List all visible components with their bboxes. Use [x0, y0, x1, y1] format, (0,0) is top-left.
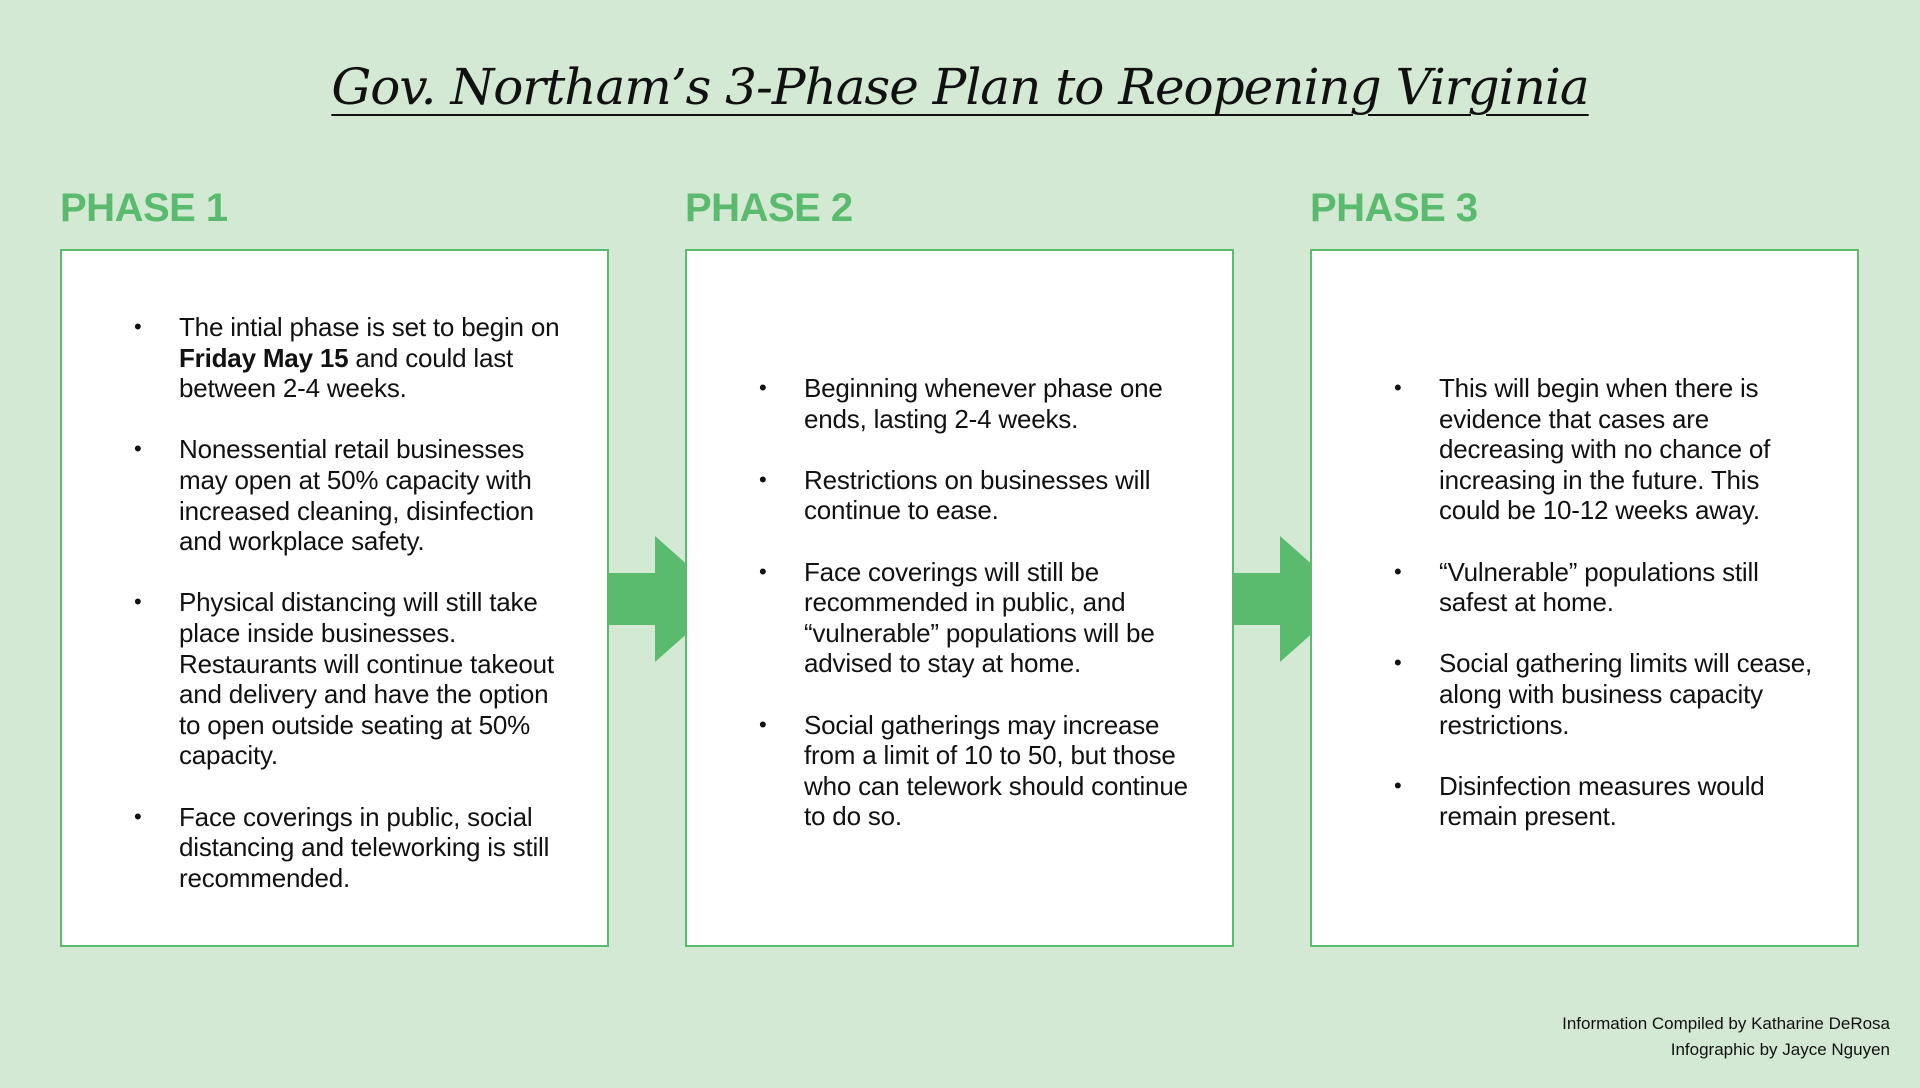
phase-1-panel: The intial phase is set to begin on Frid… [60, 249, 609, 947]
infographic-title: Gov. Northam’s 3-Phase Plan to Reopening… [0, 52, 1920, 122]
credit-infographic-by: Infographic by Jayce Nguyen [1670, 1040, 1890, 1059]
phase-2-item-2: Restrictions on businesses will continue… [759, 464, 1189, 526]
phase-3-item-3-text: Social gathering limits will cease, alon… [1439, 648, 1813, 740]
phase-1-item-3: Physical distancing will still take plac… [134, 587, 564, 771]
phase-3-label: PHASE 3 [1310, 186, 1478, 230]
phase-3-list: This will begin when there is evidence t… [1394, 373, 1824, 832]
credit-compiled-by: Information Compiled by Katharine DeRosa [1562, 1014, 1890, 1033]
phase-1-item-1-bold: Friday May 15 [179, 342, 349, 373]
phase-1-item-1-text-end: and could last between 2-4 weeks. [179, 342, 514, 404]
phase-2-item-4: Social gatherings may increase from a li… [759, 709, 1189, 832]
right-arrow-icon [1233, 536, 1351, 662]
right-arrow-icon [608, 536, 726, 662]
phase-3-item-3: Social gathering limits will cease, alon… [1394, 648, 1824, 740]
phase-1-label: PHASE 1 [60, 186, 228, 230]
phase-2-label: PHASE 2 [685, 186, 853, 230]
phase-2-item-3: Face coverings will still be recommended… [759, 556, 1189, 679]
phase-1-item-2: Nonessential retail businesses may open … [134, 434, 564, 557]
phase-1-item-1: The intial phase is set to begin on Frid… [134, 312, 564, 404]
phase-1-item-2-text: Nonessential retail businesses may open … [179, 434, 534, 557]
phase-2-item-1: Beginning whenever phase one ends, lasti… [759, 373, 1189, 434]
phase-3-item-1-text: This will begin when there is evidence t… [1439, 373, 1771, 526]
phase-2-item-2-text: Restrictions on businesses will continue… [804, 464, 1151, 526]
phase-3-panel: This will begin when there is evidence t… [1310, 249, 1859, 947]
phase-3-item-4-text: Disinfection measures would remain prese… [1439, 770, 1765, 832]
phase-1-item-4: Face coverings in public, social distanc… [134, 801, 564, 894]
phase-3-item-2: “Vulnerable” populations still safest at… [1394, 556, 1824, 618]
phase-2-panel: Beginning whenever phase one ends, lasti… [685, 249, 1234, 947]
phase-1-item-1-text: The intial phase is set to begin on [179, 312, 560, 342]
phase-1-item-4-text: Face coverings in public, social distanc… [179, 801, 550, 893]
phase-3-item-1: This will begin when there is evidence t… [1394, 373, 1824, 526]
phase-3-item-2-text: “Vulnerable” populations still safest at… [1439, 556, 1759, 618]
phase-1-list: The intial phase is set to begin on Frid… [134, 312, 564, 894]
title-text: Gov. Northam’s 3-Phase Plan to Reopening… [331, 58, 1589, 116]
phase-2-list: Beginning whenever phase one ends, lasti… [759, 373, 1189, 832]
phase-1-item-3-text: Physical distancing will still take plac… [179, 587, 554, 771]
phase-2-item-3-text: Face coverings will still be recommended… [804, 556, 1155, 679]
phase-2-item-4-text: Social gatherings may increase from a li… [804, 709, 1188, 832]
credits: Information Compiled by Katharine DeRosa… [1562, 1011, 1890, 1063]
phase-2-item-1-text: Beginning whenever phase one ends, lasti… [804, 373, 1163, 434]
phase-3-item-4: Disinfection measures would remain prese… [1394, 770, 1824, 832]
